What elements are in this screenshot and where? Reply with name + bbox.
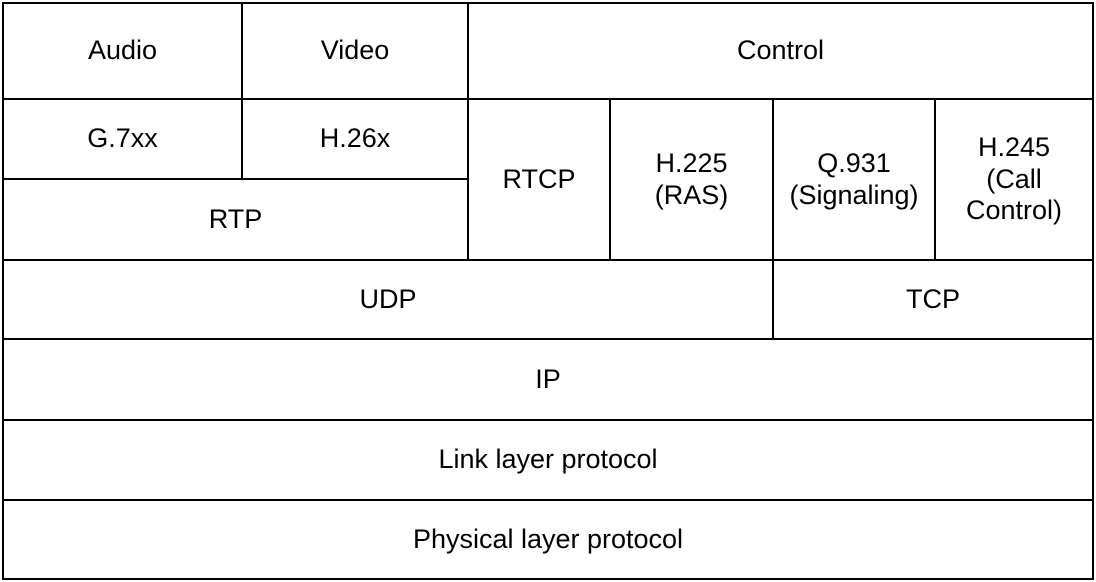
control-cell: Control — [736, 35, 825, 66]
h26x-cell: H.26x — [319, 123, 391, 154]
row-divider-4 — [2, 419, 1094, 421]
col-divider-h225-q931 — [772, 98, 774, 340]
row-divider-1 — [2, 98, 1094, 100]
row-divider-5 — [2, 499, 1094, 501]
row-divider-2 — [2, 259, 1094, 261]
g7xx-cell: G.7xx — [87, 123, 158, 154]
h225-cell: H.225 (RAS) — [654, 147, 729, 210]
q931-cell: Q.931 (Signaling) — [789, 147, 919, 210]
audio-cell: Audio — [87, 35, 158, 66]
h245-cell: H.245 (Call Control) — [965, 131, 1063, 226]
outer-border-bottom — [2, 578, 1094, 580]
rtp-cell: RTP — [208, 203, 263, 234]
col-divider-video-control — [467, 2, 469, 261]
physical-layer-cell: Physical layer protocol — [412, 523, 684, 554]
col-divider-q931-h245 — [934, 98, 936, 261]
udp-cell: UDP — [359, 283, 417, 314]
col-divider-audio-video — [241, 2, 243, 180]
ip-cell: IP — [535, 363, 561, 394]
row-divider-3 — [2, 338, 1094, 340]
col-divider-rtcp-h225 — [609, 98, 611, 261]
outer-border-top — [2, 2, 1094, 4]
tcp-cell: TCP — [906, 283, 960, 314]
outer-border-right — [1092, 2, 1094, 580]
row-divider-g7xx-rtp — [2, 178, 469, 180]
video-cell: Video — [320, 35, 390, 66]
outer-border-left — [2, 2, 4, 580]
link-layer-cell: Link layer protocol — [438, 444, 658, 475]
rtcp-cell: RTCP — [502, 163, 576, 194]
